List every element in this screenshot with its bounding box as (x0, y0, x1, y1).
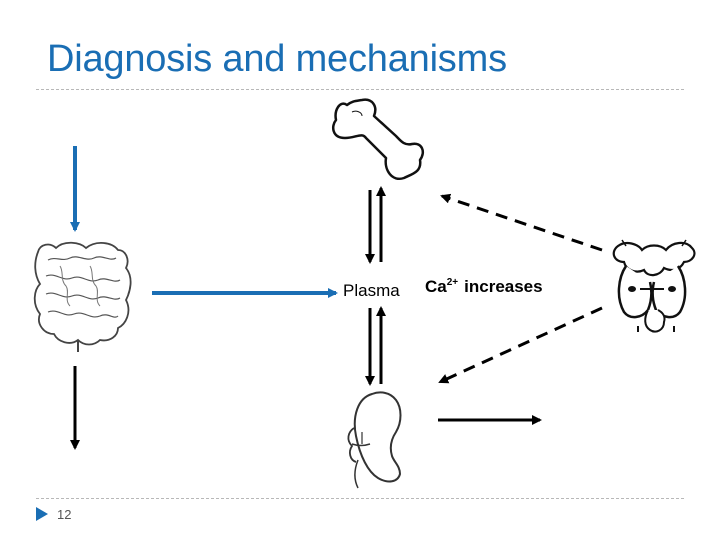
calcium-status: increases (464, 277, 542, 296)
footer-divider (36, 498, 684, 499)
bone-icon (331, 98, 424, 181)
intestine-icon (33, 241, 132, 352)
slide-bullet-icon (36, 507, 48, 521)
slide-title: Diagnosis and mechanisms (47, 38, 507, 80)
pth-to-kidney-arrow (438, 306, 603, 384)
page-number: 12 (57, 507, 72, 522)
title-divider (36, 89, 684, 90)
pth-to-bone-arrow (440, 193, 603, 252)
calcium-label: Ca (425, 277, 447, 296)
parathyroid-gland-icon (612, 239, 696, 333)
calcium-increase-label: Ca2+ increases (425, 277, 543, 296)
calcium-charge: 2+ (447, 277, 459, 288)
plasma-label: Plasma (343, 281, 400, 300)
kidney-icon (347, 391, 402, 489)
